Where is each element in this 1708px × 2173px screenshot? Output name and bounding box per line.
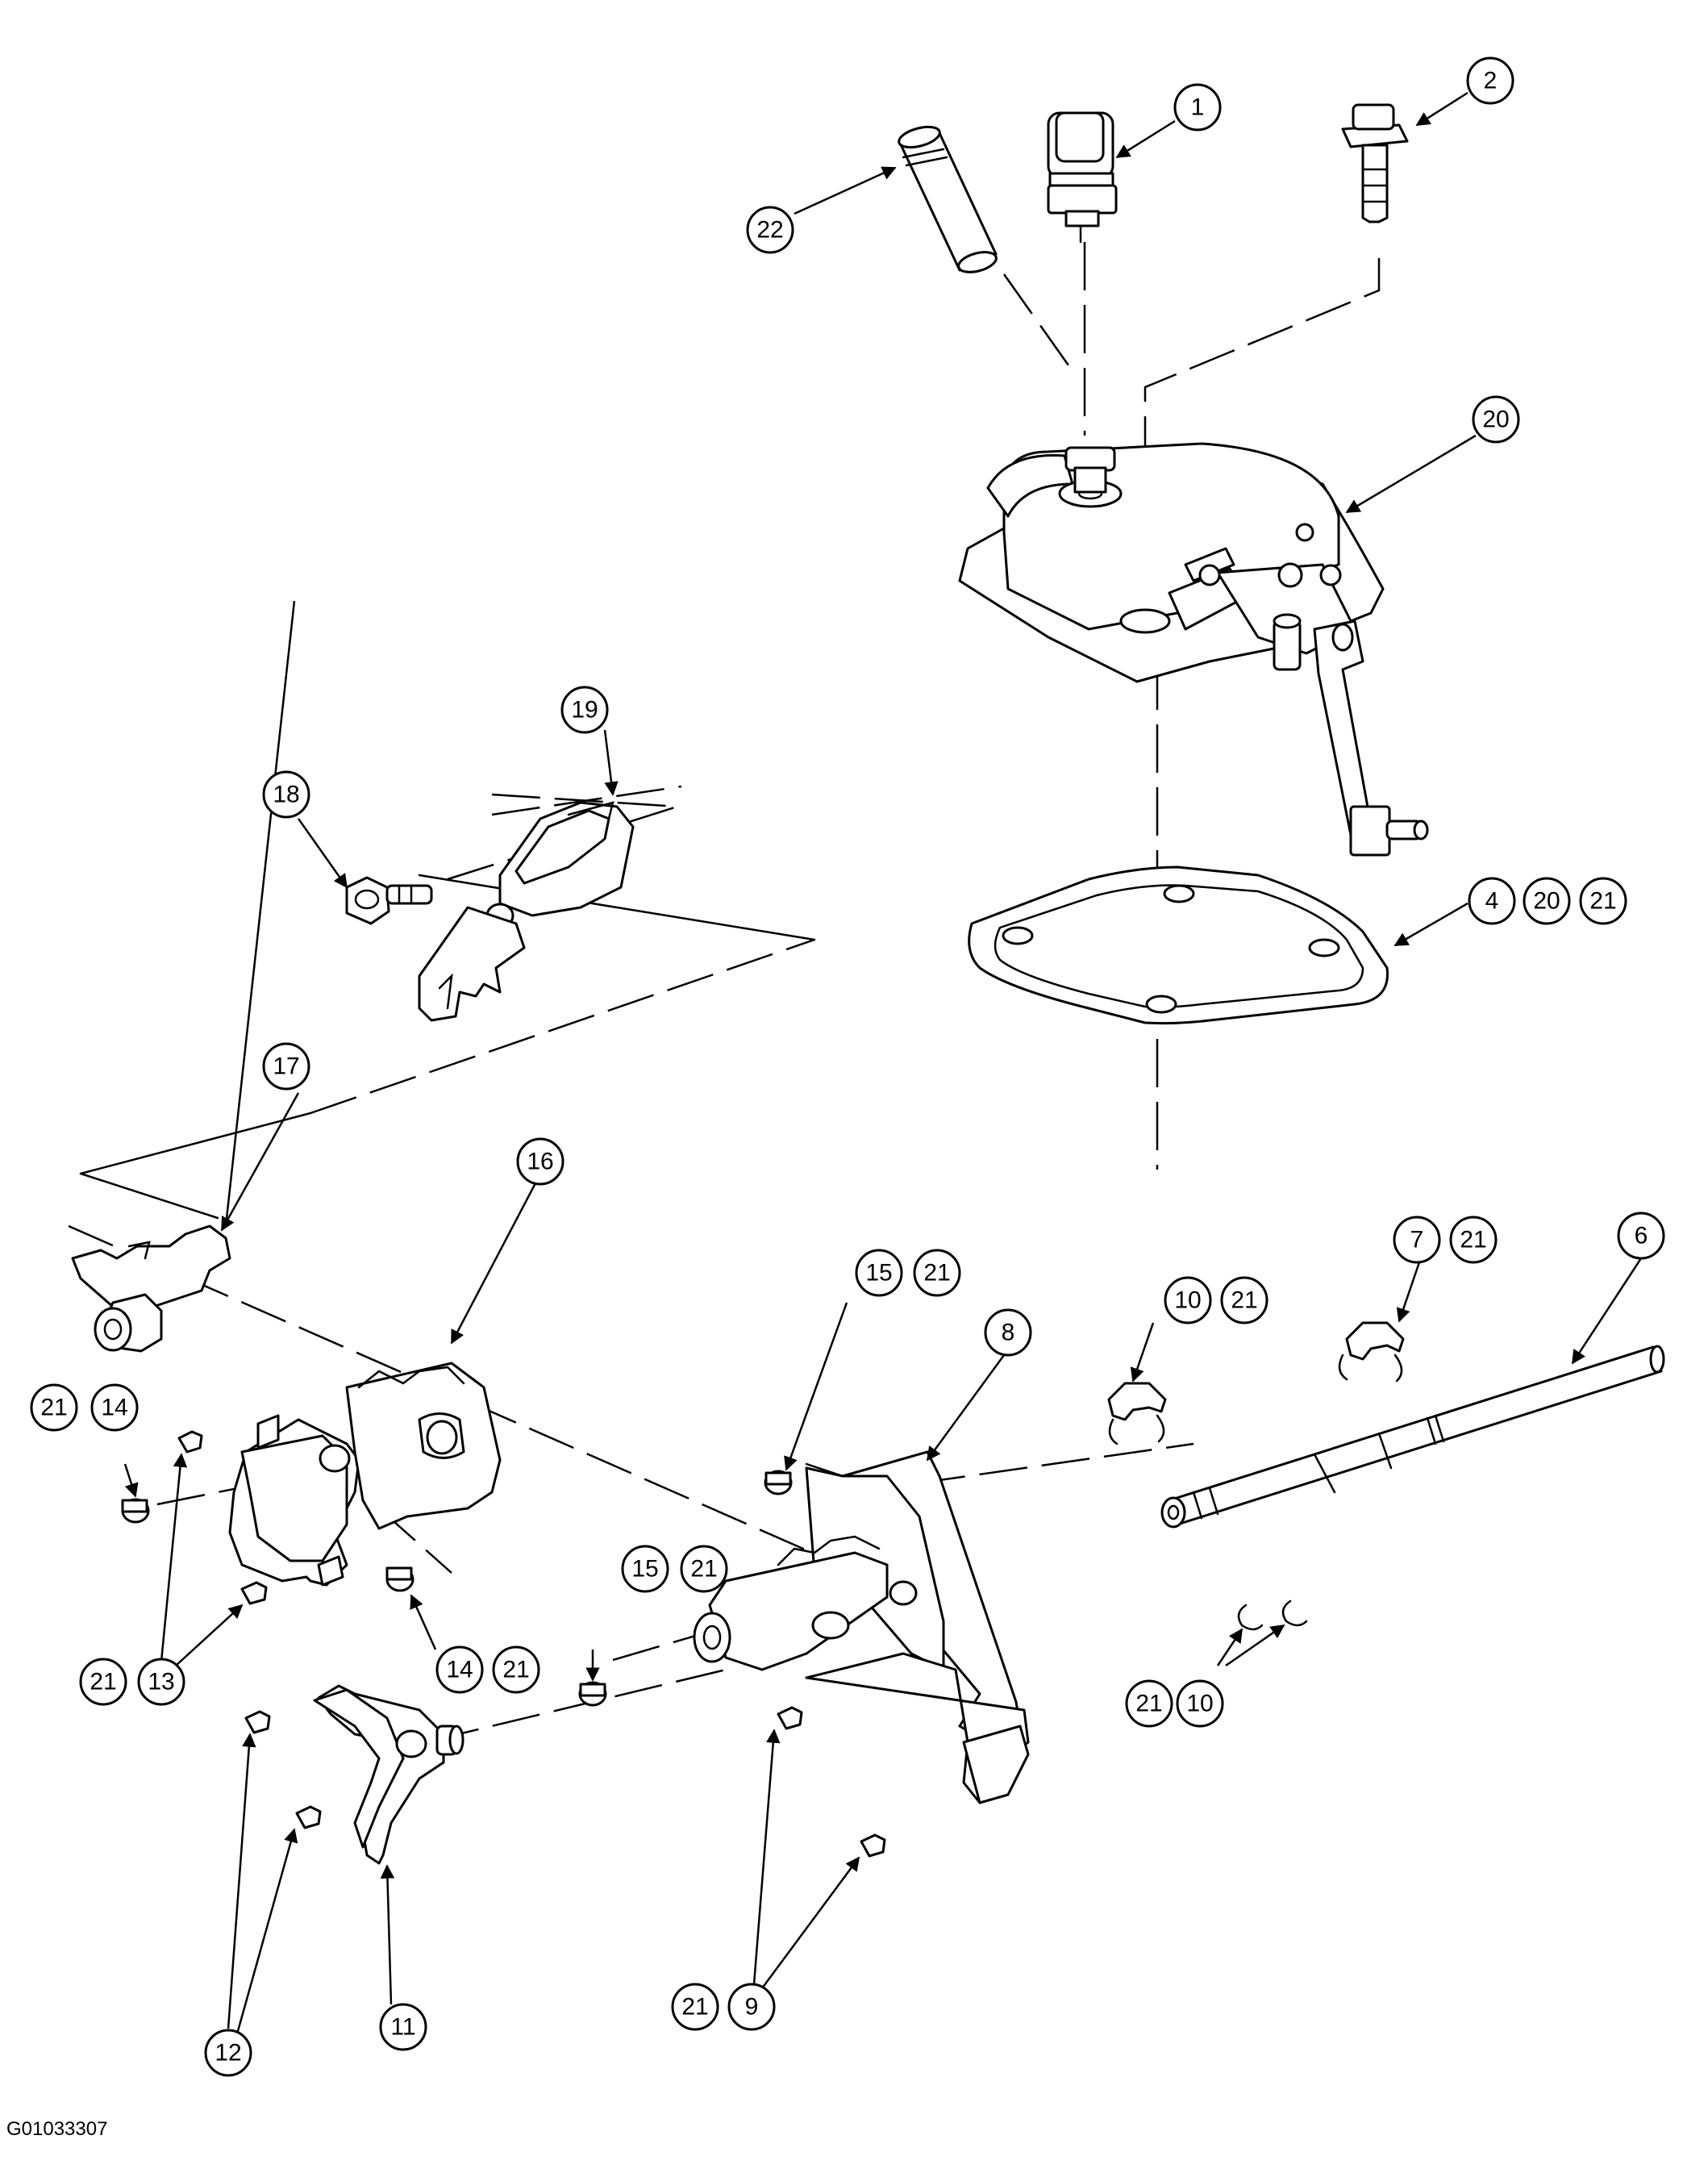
callout-21-upper-pin: 21: [913, 1249, 961, 1297]
part-8-shift-fork: [693, 1450, 1030, 1804]
fork-pads: [121, 1430, 886, 1858]
callout-14-right: 14: [435, 1645, 484, 1694]
svg-text:6: 6: [1635, 1223, 1648, 1249]
callout-21-pad-13: 21: [79, 1658, 127, 1706]
part-2-bolt: [1341, 103, 1409, 223]
callout-8: 8: [984, 1308, 1032, 1357]
svg-text:20: 20: [1482, 407, 1509, 433]
part-7-clip: [1338, 1321, 1405, 1383]
callout-13: 13: [137, 1658, 185, 1706]
leader-arrows: [123, 91, 1643, 2032]
part-17-bracket: [71, 1224, 231, 1353]
part-1-sensor: [1047, 111, 1118, 244]
callout-21-pin-14: 21: [30, 1383, 78, 1432]
svg-text:15: 15: [631, 1556, 658, 1583]
callout-4: 4: [1468, 877, 1516, 925]
callout-10-lower: 10: [1176, 1679, 1224, 1728]
svg-text:1: 1: [1191, 94, 1205, 121]
figure-id: G01033307: [6, 2118, 108, 2140]
svg-text:9: 9: [745, 1994, 759, 2021]
callout-21-clip-upper: 21: [1220, 1276, 1269, 1324]
svg-text:15: 15: [865, 1260, 892, 1287]
svg-text:21: 21: [90, 1669, 116, 1695]
svg-text:21: 21: [1589, 888, 1616, 915]
callout-21-pin-15-lower: 21: [680, 1545, 728, 1593]
svg-text:17: 17: [273, 1053, 299, 1080]
part-16-shift-fork: [228, 1362, 502, 1587]
part-10-clip-lower: [1237, 1600, 1308, 1631]
callout-21-gasket: 21: [1579, 877, 1627, 925]
part-10-clip-upper: [1107, 1382, 1167, 1445]
callout-20-gasket: 20: [1523, 877, 1571, 925]
callout-22: 22: [746, 206, 794, 254]
part-11-shift-fork: [313, 1684, 464, 1865]
callout-7: 7: [1393, 1216, 1441, 1264]
callout-21-pin-14-right: 21: [492, 1645, 540, 1694]
svg-text:11: 11: [390, 2014, 415, 2041]
callout-12: 12: [204, 2029, 252, 2077]
callout-2: 2: [1466, 56, 1514, 105]
svg-text:12: 12: [215, 2040, 241, 2067]
svg-text:2: 2: [1484, 68, 1498, 94]
svg-text:4: 4: [1485, 888, 1499, 915]
callout-11: 11: [379, 2003, 427, 2051]
svg-text:10: 10: [1174, 1287, 1201, 1314]
callout-15-lower: 15: [621, 1545, 669, 1593]
callout-21-clip-lower: 21: [1125, 1679, 1173, 1728]
callout-21-pad-9: 21: [671, 1983, 719, 2031]
svg-text:10: 10: [1186, 1691, 1213, 1717]
svg-text:14: 14: [101, 1395, 127, 1421]
callout-17: 17: [262, 1042, 310, 1091]
svg-text:21: 21: [681, 1994, 708, 2021]
callout-1: 1: [1173, 83, 1222, 131]
svg-text:21: 21: [690, 1556, 717, 1583]
callout-21-clip-7: 21: [1449, 1216, 1498, 1264]
svg-text:21: 21: [502, 1657, 529, 1683]
svg-text:21: 21: [1231, 1287, 1257, 1314]
svg-text:8: 8: [1002, 1320, 1015, 1346]
svg-text:21: 21: [1460, 1227, 1486, 1253]
callout-19: 19: [560, 686, 609, 734]
svg-text:7: 7: [1410, 1227, 1424, 1253]
part-19-interlock-plate: [418, 801, 635, 1022]
svg-text:19: 19: [571, 697, 598, 724]
callout-14-left: 14: [90, 1383, 139, 1432]
callout-10-upper: 10: [1164, 1276, 1212, 1324]
callout-20: 20: [1472, 395, 1520, 444]
svg-text:13: 13: [148, 1669, 174, 1695]
svg-text:22: 22: [756, 217, 783, 244]
callout-18: 18: [262, 770, 310, 819]
part-6-shift-rail: [1160, 1345, 1665, 1529]
part-18-bolt: [345, 876, 433, 925]
part-22-pin: [898, 125, 998, 273]
svg-text:20: 20: [1533, 888, 1560, 915]
svg-text:21: 21: [40, 1395, 67, 1421]
part-20-shift-housing: [958, 442, 1429, 857]
callout-9: 9: [727, 1983, 776, 2031]
svg-text:21: 21: [923, 1260, 950, 1287]
svg-text:21: 21: [1135, 1691, 1162, 1717]
callout-6: 6: [1617, 1212, 1665, 1260]
svg-text:14: 14: [446, 1657, 473, 1683]
callout-16: 16: [516, 1137, 564, 1186]
part-4-gasket: [968, 865, 1389, 1025]
callout-15-upper: 15: [855, 1249, 903, 1297]
svg-text:16: 16: [527, 1149, 553, 1175]
svg-text:18: 18: [273, 782, 299, 808]
